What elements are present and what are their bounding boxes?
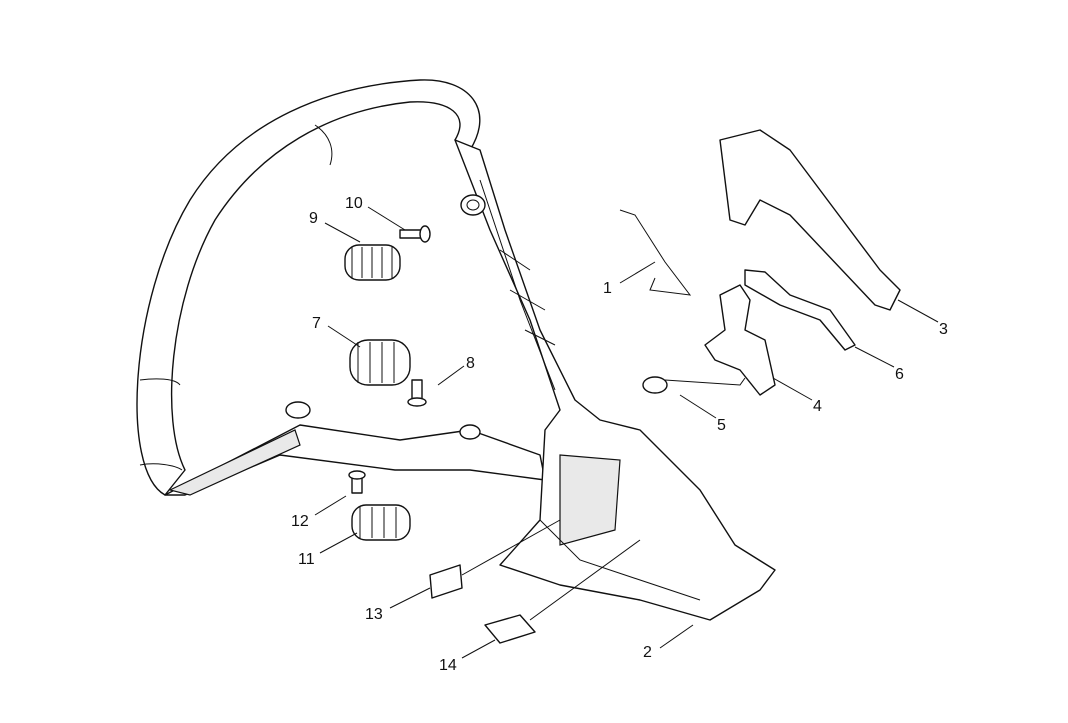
callout-2: 2 — [643, 644, 652, 661]
callout-4: 4 — [813, 398, 822, 415]
part-14-label — [484, 614, 536, 644]
callout-7: 7 — [312, 315, 321, 332]
callout-10: 10 — [345, 195, 363, 212]
front-handle-bar — [136, 79, 546, 496]
part-1-wire-rod — [619, 209, 692, 296]
callout-6: 6 — [895, 366, 904, 383]
callout-8: 8 — [466, 355, 475, 372]
handle-frame — [454, 139, 776, 621]
part-7-spring — [349, 339, 411, 386]
part-3-handle-cover — [719, 129, 901, 311]
callout-9: 9 — [309, 210, 318, 227]
callout-14: 14 — [439, 657, 457, 674]
part-8-screw — [407, 379, 427, 407]
part-12-screw — [348, 470, 366, 494]
leader-lines — [314, 206, 939, 659]
callout-13: 13 — [365, 606, 383, 623]
callout-1: 1 — [603, 280, 612, 297]
part-4-trigger — [704, 284, 776, 396]
part-5-torsion-spring — [642, 376, 746, 394]
callout-11: 11 — [298, 551, 315, 568]
part-9-spring — [344, 244, 401, 281]
part-11-spring — [351, 504, 411, 541]
callout-5: 5 — [717, 417, 726, 434]
part-10-bolt — [399, 225, 431, 243]
part-6-lever — [744, 269, 856, 351]
callout-3: 3 — [939, 321, 948, 338]
part-13-label — [429, 564, 463, 599]
callout-12: 12 — [291, 513, 309, 530]
